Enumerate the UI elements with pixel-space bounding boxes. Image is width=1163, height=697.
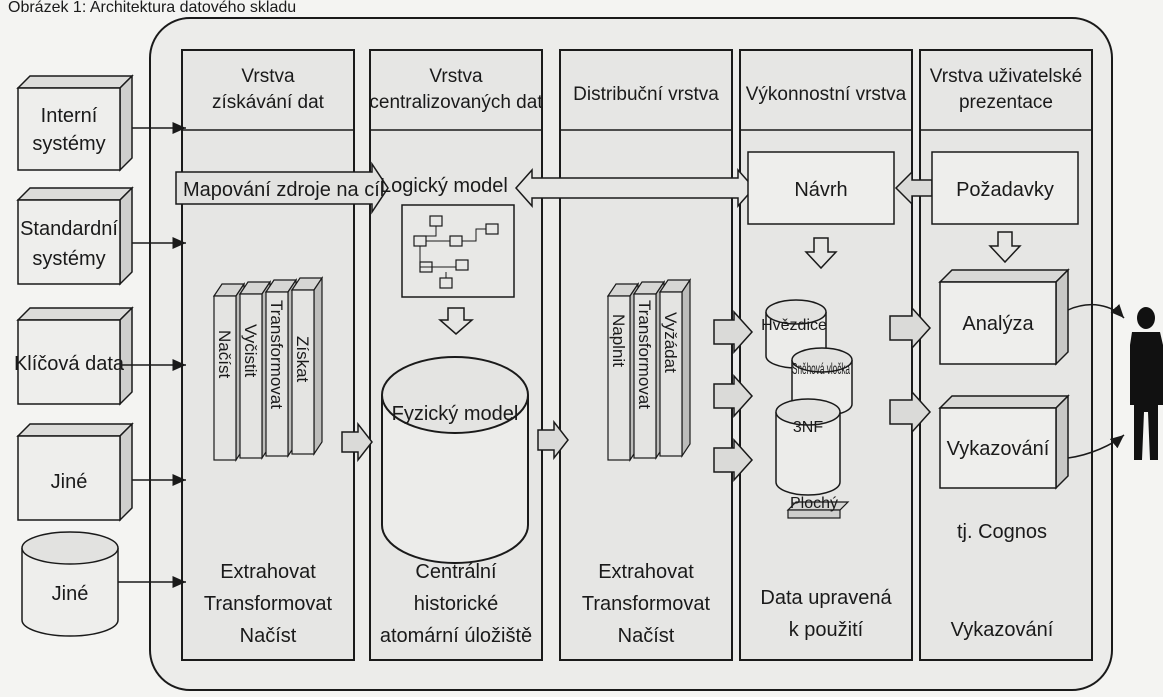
design-label: Návrh bbox=[794, 179, 847, 201]
source-label: Interní bbox=[41, 105, 98, 127]
etl-stack-1: Načíst Vyčistit Transformovat Získat bbox=[214, 278, 322, 460]
layer-footer-line: Extrahovat bbox=[220, 561, 316, 583]
etl-card-label: Získat bbox=[293, 336, 312, 383]
layer-footer-line: k použití bbox=[789, 619, 864, 641]
layer-footer-line: Načíst bbox=[618, 625, 675, 647]
source-box: Interní systémy bbox=[18, 76, 132, 170]
source-label: Jiné bbox=[52, 583, 89, 605]
user-figure-icon bbox=[1130, 307, 1163, 460]
layer-footer-line: Načíst bbox=[240, 625, 297, 647]
source-label: Standardní bbox=[20, 218, 118, 240]
layer-header-line: Výkonnostní vrstva bbox=[746, 84, 907, 105]
layer-footer-line: Transformovat bbox=[204, 593, 333, 615]
source-box: Klíčová data bbox=[14, 308, 132, 404]
etl-stack-2: Naplnit Transformovat Vyžádat bbox=[608, 280, 690, 460]
layer-header-line: centralizovaných dat bbox=[369, 92, 543, 113]
schema-3nf: 3NF bbox=[776, 399, 840, 495]
etl-card-label: Transformovat bbox=[635, 300, 654, 409]
reporting-label: Vykazování bbox=[947, 438, 1050, 460]
layer-footer-line: Vykazování bbox=[951, 619, 1054, 641]
physical-model-cylinder: Fyzický model bbox=[382, 357, 528, 563]
requirements-box: Požadavky bbox=[932, 152, 1078, 224]
etl-card-label: Vyžádat bbox=[661, 312, 680, 373]
etl-card-label: Vyčistit bbox=[241, 324, 260, 377]
source-box: Standardní systémy bbox=[18, 188, 132, 284]
layer-footer-line: Data upravená bbox=[760, 587, 892, 609]
schema-label: Sněhová vločka bbox=[792, 361, 850, 378]
schema-label: Hvězdice bbox=[761, 317, 827, 334]
physical-model-label: Fyzický model bbox=[392, 403, 519, 425]
source-label: Klíčová data bbox=[14, 353, 125, 375]
analysis-box: Analýza bbox=[940, 270, 1068, 364]
layer-header-line: získávání dat bbox=[212, 92, 325, 113]
layer-header-line: Vrstva bbox=[429, 66, 483, 87]
layer-header-line: Vrstva bbox=[241, 66, 295, 87]
source-cylinder: Jiné bbox=[22, 532, 118, 636]
layer-header-line: prezentace bbox=[959, 92, 1053, 113]
reporting-box: Vykazování bbox=[940, 396, 1068, 488]
block-arrows-to-performance bbox=[714, 312, 752, 480]
source-label: systémy bbox=[32, 248, 105, 270]
source-label: systémy bbox=[32, 133, 105, 155]
logical-model-label: Logický model bbox=[380, 175, 508, 197]
logical-model-diagram bbox=[402, 205, 514, 297]
etl-card-label: Načíst bbox=[215, 330, 234, 378]
schema-label: Plochý bbox=[790, 495, 838, 512]
layer-footer-line: historické bbox=[414, 593, 498, 615]
source-systems: Interní systémy Standardní systémy Klíčo… bbox=[14, 76, 132, 636]
cognos-label: tj. Cognos bbox=[957, 521, 1047, 543]
requirements-label: Požadavky bbox=[956, 179, 1054, 201]
design-box: Návrh bbox=[748, 152, 894, 224]
etl-card-label: Naplnit bbox=[609, 314, 628, 367]
mapping-label: Mapování zdroje na cíl bbox=[183, 179, 384, 201]
layer-footer-line: Centrální bbox=[415, 561, 497, 583]
figure-caption: Obrázek 1: Architektura datového skladu bbox=[8, 0, 296, 16]
layer-footer-line: atomární úložiště bbox=[380, 625, 532, 647]
schema-label: 3NF bbox=[793, 419, 823, 436]
analysis-label: Analýza bbox=[962, 313, 1034, 335]
layer-header-line: Vrstva uživatelské bbox=[930, 66, 1082, 87]
layer-footer-line: Extrahovat bbox=[598, 561, 694, 583]
layer-header-line: Distribuční vrstva bbox=[573, 84, 719, 105]
layer-footer-line: Transformovat bbox=[582, 593, 711, 615]
etl-card-label: Transformovat bbox=[267, 300, 286, 409]
source-label: Jiné bbox=[51, 471, 88, 493]
source-box: Jiné bbox=[18, 424, 132, 520]
